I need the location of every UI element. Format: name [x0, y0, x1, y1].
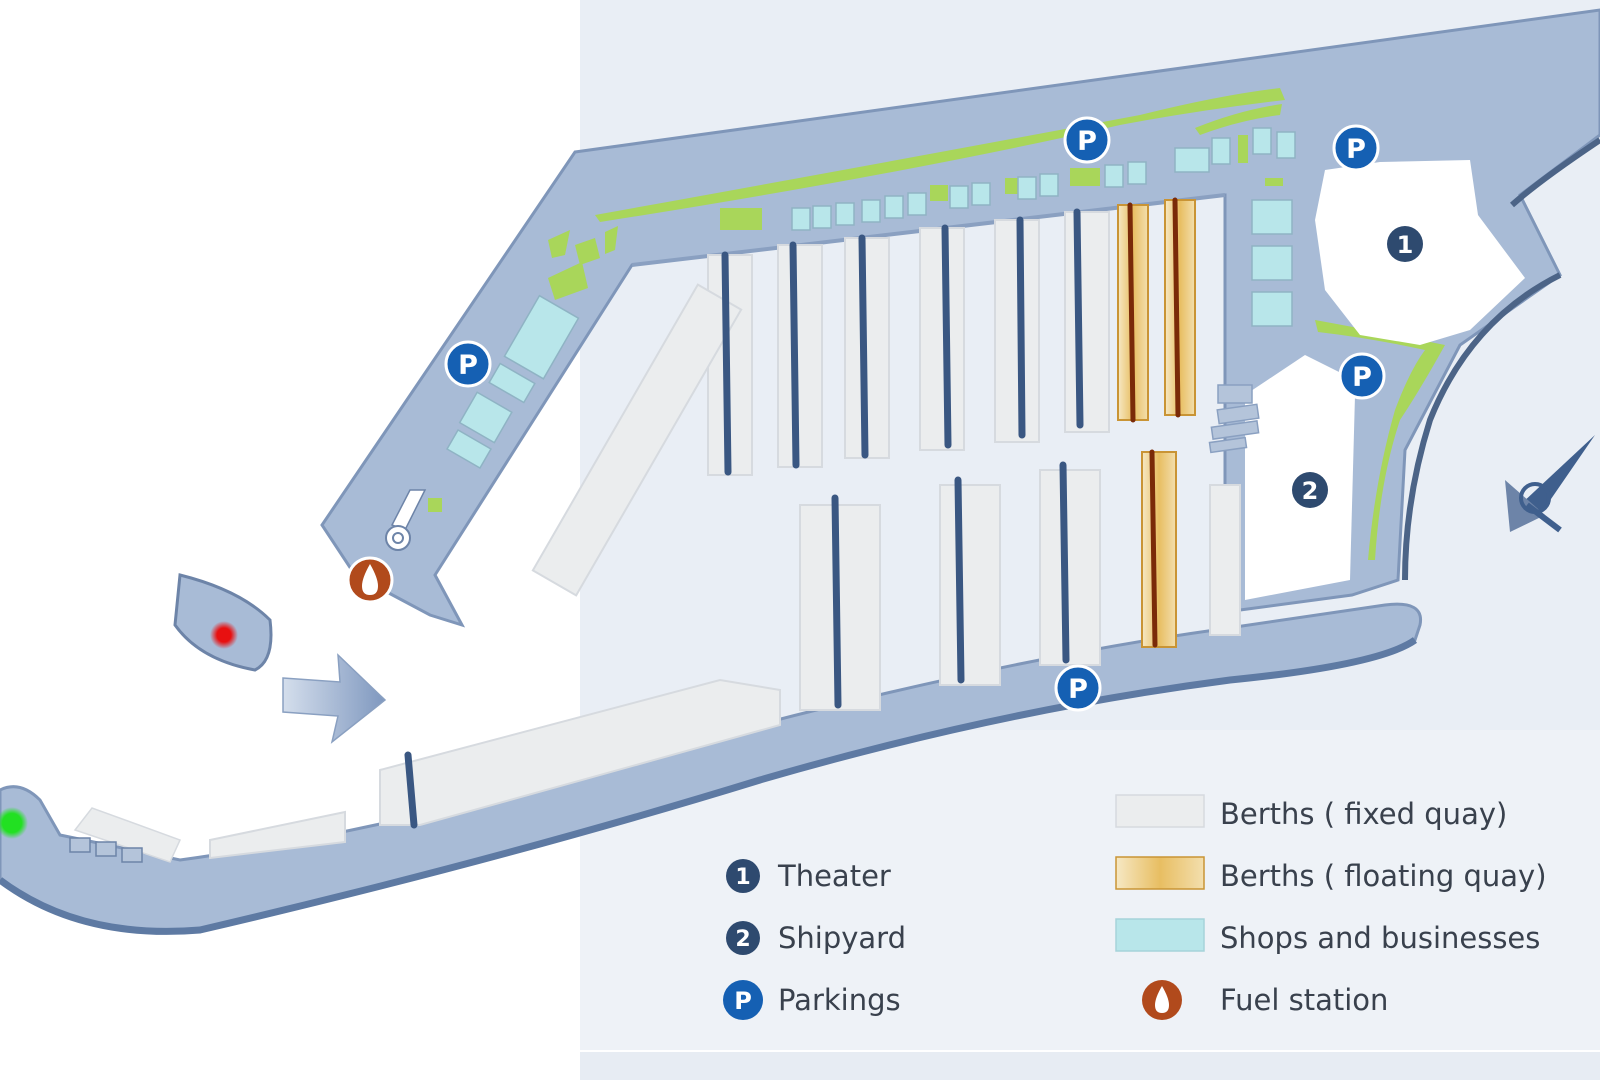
compass-icon — [1505, 435, 1595, 533]
svg-text:P: P — [1346, 134, 1366, 165]
legend-label-fuel-station: Fuel station — [1220, 983, 1388, 1017]
legend: 1 Theater 2 Shipyard P Parkings Berths (… — [723, 794, 1547, 1020]
parking-marker[interactable]: P — [444, 340, 492, 388]
legend-label-theater: Theater — [777, 859, 891, 893]
piers — [404, 208, 1084, 829]
breakwater-shadow — [0, 637, 1418, 935]
parking-marker[interactable]: P — [1063, 116, 1111, 164]
legend-label-shipyard: Shipyard — [778, 921, 906, 955]
legend-item-shipyard: 2 Shipyard — [726, 921, 906, 955]
svg-text:P: P — [1352, 362, 1372, 393]
red-light-icon — [210, 621, 238, 649]
svg-text:P: P — [734, 987, 752, 1015]
legend-item-theater: 1 Theater — [726, 859, 891, 893]
svg-text:P: P — [1068, 674, 1088, 705]
parking-marker[interactable]: P — [1054, 664, 1102, 712]
legend-label-shops: Shops and businesses — [1220, 921, 1540, 955]
svg-text:1: 1 — [1397, 231, 1414, 259]
north-coast-line — [1510, 137, 1600, 208]
crane-icon — [385, 489, 427, 551]
breakwater-end-blocks — [69, 807, 182, 863]
theater-marker[interactable]: 1 — [1387, 226, 1423, 262]
parking-marker[interactable]: P — [1338, 352, 1386, 400]
legend-item-fixed-berths: Berths ( fixed quay) — [1115, 794, 1507, 831]
floating-piers — [1127, 197, 1181, 648]
svg-text:2: 2 — [735, 927, 750, 952]
fixed-berth-swatch — [1115, 794, 1205, 828]
svg-text:P: P — [1077, 126, 1097, 157]
parking-marker[interactable]: P — [1332, 124, 1380, 172]
svg-text:P: P — [458, 350, 478, 381]
shops-swatch — [1115, 918, 1205, 952]
water-area-bottom — [580, 1052, 1600, 1080]
shipyard-slipways — [1208, 384, 1260, 454]
east-coast-edge — [1402, 272, 1562, 581]
fixed-berths-lower — [209, 469, 1241, 860]
shipyard-marker[interactable]: 2 — [1292, 472, 1328, 508]
entrance-arrow-icon — [282, 653, 387, 744]
legend-item-parkings: P Parkings — [723, 980, 901, 1020]
svg-text:1: 1 — [735, 865, 750, 890]
shops-and-businesses — [446, 127, 1296, 470]
legend-label-parkings: Parkings — [778, 983, 901, 1017]
floating-berth-swatch — [1115, 856, 1205, 890]
fuel-station-marker[interactable] — [346, 556, 394, 604]
svg-text:2: 2 — [1302, 477, 1319, 505]
legend-item-fuel-station: Fuel station — [1142, 980, 1388, 1020]
green-light-icon — [0, 807, 28, 839]
legend-label-fixed-berths: Berths ( fixed quay) — [1220, 797, 1507, 831]
legend-item-shops: Shops and businesses — [1115, 918, 1540, 955]
legend-item-floating-berths: Berths ( floating quay) — [1115, 856, 1547, 893]
legend-label-floating-berths: Berths ( floating quay) — [1220, 859, 1547, 893]
